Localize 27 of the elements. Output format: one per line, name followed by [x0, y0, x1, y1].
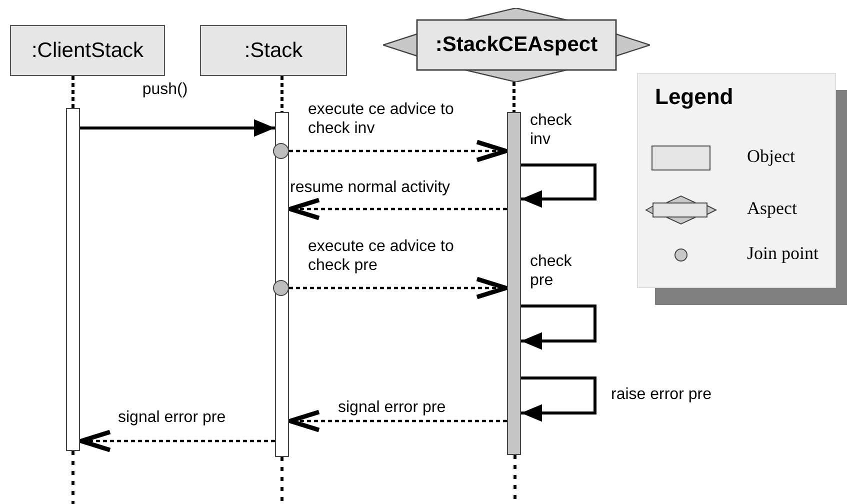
aspect-box — [383, 8, 650, 82]
object-name: :StackCEAspect — [435, 33, 598, 57]
object-box — [200, 25, 347, 76]
object-box — [10, 25, 165, 76]
object-name: :Stack — [244, 38, 303, 62]
message-arrow — [80, 119, 275, 137]
message-arrow — [288, 410, 507, 432]
self-message-arrow — [521, 164, 596, 208]
message-arrow — [289, 140, 508, 162]
message-arrow — [289, 276, 508, 300]
lifeline — [280, 76, 284, 112]
activation-bar — [507, 112, 521, 455]
object-name: :ClientStack — [31, 38, 144, 62]
message-arrow — [78, 430, 275, 452]
self-message-arrow — [521, 304, 596, 350]
self-message-arrow — [521, 376, 596, 422]
join-point-circle — [273, 280, 289, 296]
legend-title: Legend — [655, 84, 734, 110]
message-arrow — [288, 198, 507, 220]
lifeline — [72, 76, 74, 108]
join-point-circle — [273, 143, 289, 159]
activation-bar — [66, 108, 80, 451]
lifeline — [512, 82, 516, 112]
legend-label: Join point — [747, 243, 819, 264]
legend-label: Aspect — [747, 198, 797, 219]
activation-bar — [275, 112, 289, 457]
legend-label: Object — [747, 146, 795, 167]
